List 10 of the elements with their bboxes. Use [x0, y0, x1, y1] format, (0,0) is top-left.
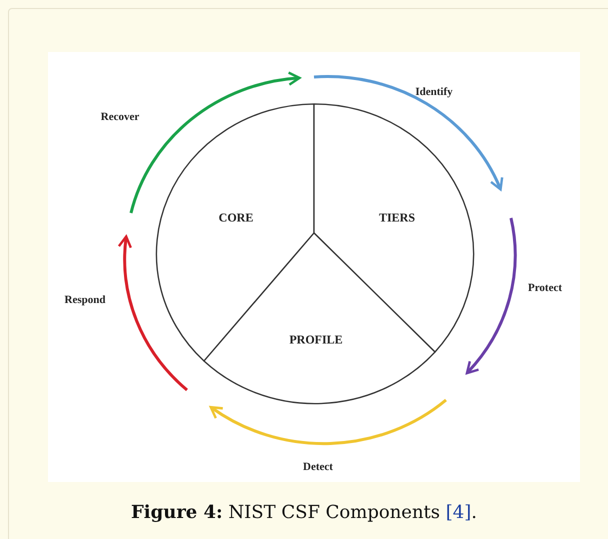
figure-caption: Figure 4: NIST CSF Components [4].: [130, 502, 478, 523]
phase-label: Respond: [64, 294, 106, 306]
sector-label: CORE: [218, 210, 254, 226]
citation-link: [4]: [446, 502, 472, 523]
phase-label: Detect: [303, 461, 333, 473]
sector-label: PROFILE: [289, 332, 343, 348]
pie-sector: [203, 232, 436, 405]
phase-label: Protect: [528, 282, 562, 294]
phase-label: Recover: [100, 111, 140, 123]
sector-label: TIERS: [378, 210, 416, 226]
